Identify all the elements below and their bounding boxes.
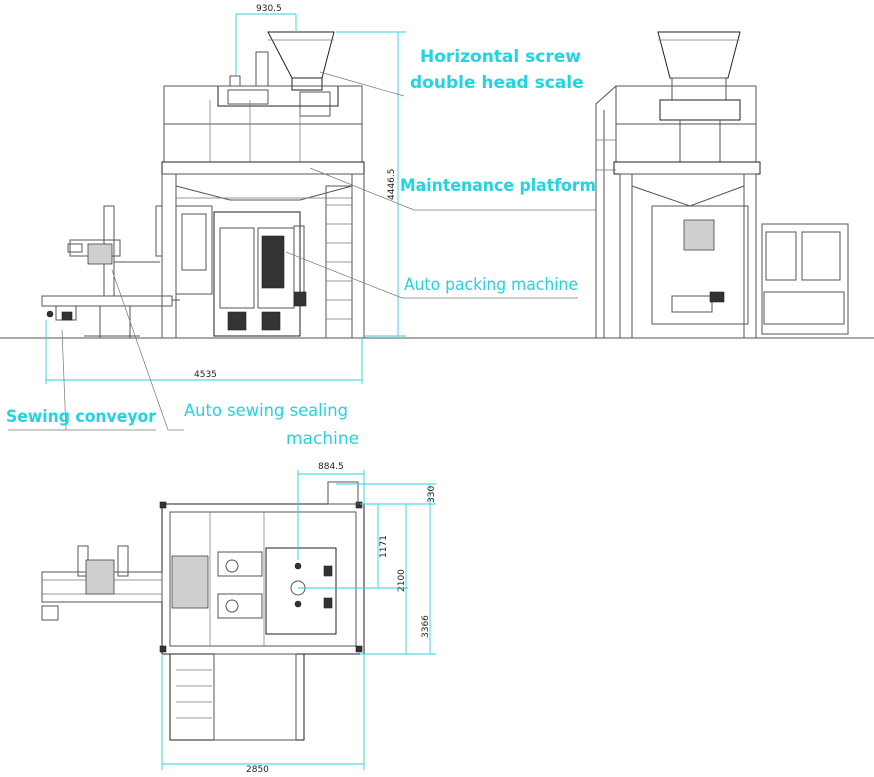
dim-3366: 3366 (421, 615, 431, 638)
front-ladder (325, 185, 353, 339)
label-sewing-conveyor: Sewing conveyor (6, 407, 157, 427)
side-view (595, 31, 849, 339)
dim-884: 884.5 (318, 462, 344, 472)
label-maintenance-platform: Maintenance platform (400, 176, 596, 196)
dim-4446: 4446.5 (387, 169, 397, 201)
label-auto-sewing-line2: machine (286, 429, 359, 449)
front-platform-deck (161, 161, 365, 175)
front-packing-machine (213, 211, 307, 337)
dim-2100: 2100 (397, 569, 407, 592)
label-scale-line2: double head scale (410, 73, 584, 93)
label-auto-sewing-line1: Auto sewing sealing (184, 401, 348, 421)
front-hopper (267, 31, 335, 79)
label-scale-line1: Horizontal screw (420, 47, 581, 67)
dim-2850: 2850 (246, 765, 269, 775)
plan-view (41, 481, 365, 741)
side-hopper (657, 31, 741, 79)
dim-330: 330 (427, 486, 437, 503)
dim-4535: 4535 (194, 370, 217, 380)
front-view (41, 31, 365, 339)
label-auto-packing-machine: Auto packing machine (404, 275, 578, 295)
front-sewing-conveyor (41, 205, 180, 338)
dim-1171: 1171 (379, 535, 389, 558)
dim-930: 930.5 (256, 4, 282, 14)
